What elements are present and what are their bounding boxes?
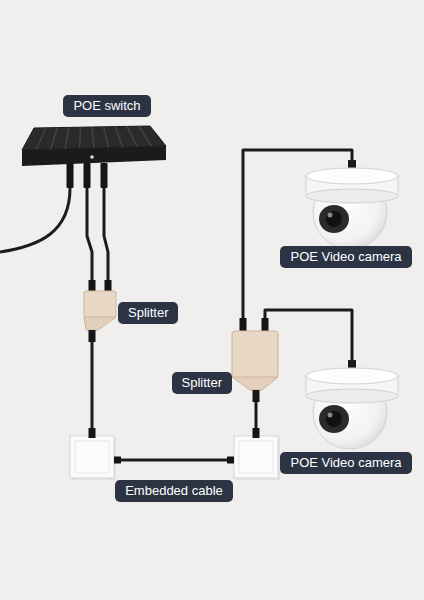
cable-plug: [253, 390, 260, 402]
cable: [104, 188, 108, 280]
camera-lens: [319, 405, 349, 433]
dome-camera: [306, 360, 398, 449]
switch-top: [22, 126, 166, 150]
poe-camera: POE Video camera: [280, 160, 411, 272]
cable-plug: [89, 280, 96, 292]
switch-body: [22, 126, 166, 188]
camera-lens: [326, 211, 342, 227]
cable-plug: [253, 428, 260, 438]
cable-plug: [240, 318, 247, 332]
uplink-cable: [0, 188, 70, 252]
splitter-housing: [232, 377, 278, 390]
switch-front: [22, 146, 166, 166]
device-label: Splitter: [172, 372, 232, 394]
splitter-body: [84, 280, 116, 342]
cable-plug: [227, 457, 234, 464]
camera-base: [306, 168, 398, 184]
cable-plug: [101, 163, 108, 188]
splitter: Splitter: [80, 280, 178, 342]
cable: [92, 342, 256, 460]
cable-plug: [262, 318, 269, 332]
plate-face: [70, 436, 114, 478]
cable: [87, 188, 92, 280]
splitter-housing: [84, 317, 116, 330]
plate-inset: [239, 441, 273, 473]
wall-plate: [227, 428, 280, 480]
poe-switch: POE switch: [20, 92, 168, 188]
cable-plug: [114, 457, 121, 464]
camera-base: [306, 189, 398, 203]
cable-plug: [67, 163, 74, 188]
plate-inset: [75, 441, 109, 473]
switch-led: [90, 155, 94, 159]
lens-glint: [328, 213, 333, 218]
splitter-housing: [232, 331, 278, 378]
cable-plug: [89, 428, 96, 438]
switch-fins: [36, 126, 151, 149]
splitter-housing: [84, 291, 116, 318]
cable-plug: [105, 280, 112, 292]
camera-lens: [326, 411, 342, 427]
splitter-body: [232, 318, 278, 402]
dome-camera: [306, 160, 398, 249]
device-label: Splitter: [118, 302, 178, 324]
device-label: POE switch: [63, 95, 150, 117]
plate-face: [234, 436, 278, 478]
cable-plug: [84, 163, 91, 188]
lens-glint: [328, 413, 333, 418]
splitter: Splitter: [172, 318, 280, 402]
cable-plug: [89, 330, 96, 342]
label-holder: Embedded cable: [115, 480, 233, 502]
cable-label: Embedded cable: [115, 480, 233, 502]
camera-lens: [319, 205, 349, 233]
poe-camera: POE Video camera: [280, 360, 411, 476]
device-label: POE Video camera: [280, 246, 411, 268]
device-label: POE Video camera: [280, 452, 411, 474]
camera-base: [306, 389, 398, 403]
camera-base: [306, 368, 398, 384]
wall-plate: [70, 428, 121, 480]
